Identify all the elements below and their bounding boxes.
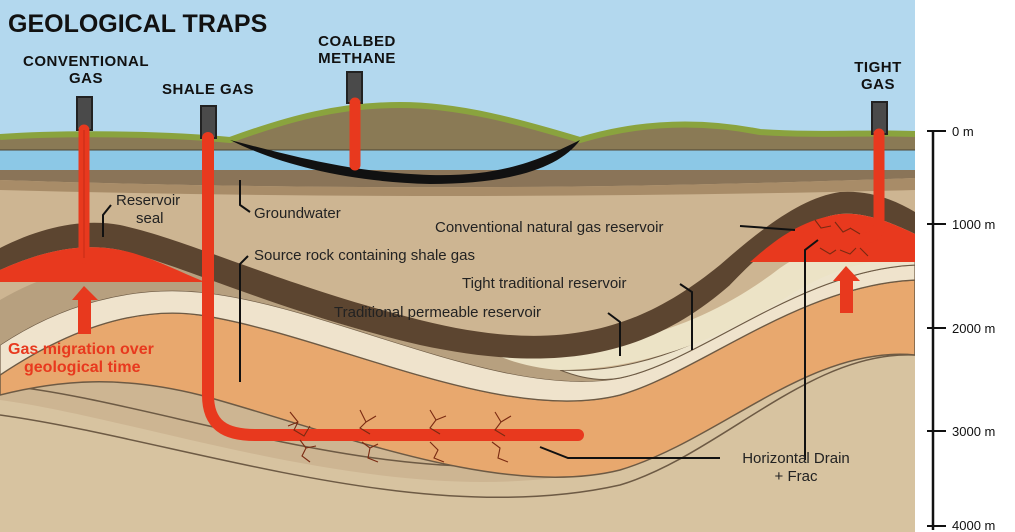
horizontal-drain-label-line2: + Frac — [775, 468, 818, 485]
conventional-gas-reservoir-left — [0, 247, 205, 282]
reservoir-seal-label-line2: seal — [136, 210, 164, 227]
conventional-gas-heading-line2: GAS — [69, 70, 103, 87]
seal-layer — [0, 191, 915, 359]
depth-label-2000: 2000 m — [952, 321, 995, 336]
arrow-up-icon — [72, 286, 98, 334]
tight-well-pipe — [799, 128, 885, 244]
leader-permeable — [607, 312, 621, 356]
migration-label-line1: Gas migration over — [8, 341, 154, 358]
depth-label-4000: 4000 m — [952, 518, 995, 532]
permeable-reservoir-label: Traditional permeable reservoir — [334, 304, 541, 321]
tight-gas-heading-line1: TIGHT — [854, 59, 902, 76]
shale-fractures — [287, 409, 512, 463]
leader-horizontal-drain — [539, 446, 720, 459]
shale-gas-heading: SHALE GAS — [162, 81, 254, 98]
conventional-gas-heading-line1: CONVENTIONAL — [23, 53, 149, 70]
depth-label-3000: 3000 m — [952, 424, 995, 439]
leader-tight — [679, 283, 693, 350]
page-title: GEOLOGICAL TRAPS — [8, 10, 267, 38]
surface-ground — [0, 105, 915, 150]
tight-reservoir-label: Tight traditional reservoir — [462, 275, 627, 292]
coal-seam — [230, 140, 580, 184]
depth-label-0: 0 m — [952, 124, 974, 139]
groundwater-layer — [0, 150, 915, 170]
coalbed-methane-heading-line2: METHANE — [318, 50, 396, 67]
depth-scale: 0 m 1000 m 2000 m 3000 m 4000 m — [927, 124, 995, 532]
surface-grass — [0, 101, 915, 144]
leader-source-rock — [239, 255, 249, 382]
leader-groundwater — [239, 180, 251, 213]
leader-conventional-reservoir — [739, 225, 796, 231]
deep-strata — [0, 339, 915, 532]
migration-label-line2: geological time — [24, 359, 141, 376]
coalbed-methane-heading-line1: COALBED — [318, 33, 396, 50]
conventional-reservoir-label: Conventional natural gas reservoir — [435, 219, 663, 236]
groundwater-label: Groundwater — [254, 205, 341, 222]
shale-well-pipe — [202, 132, 584, 441]
source-rock-label: Source rock containing shale gas — [254, 247, 475, 264]
upper-strata-2 — [0, 178, 915, 196]
deep-strata-line-1 — [0, 354, 915, 499]
cream-layer-lower — [0, 264, 915, 402]
reservoir-seal-label-line1: Reservoir — [116, 192, 180, 209]
leader-seal — [102, 204, 112, 237]
depth-label-1000: 1000 m — [952, 217, 995, 232]
arrow-up-icon — [833, 266, 860, 313]
horizontal-drain-label-line1: Horizontal Drain — [742, 450, 850, 467]
tight-fractures — [814, 219, 869, 257]
tight-reservoir-band — [480, 234, 915, 370]
leader-tight-well — [804, 239, 819, 460]
tight-gas-heading-line2: GAS — [861, 76, 895, 93]
